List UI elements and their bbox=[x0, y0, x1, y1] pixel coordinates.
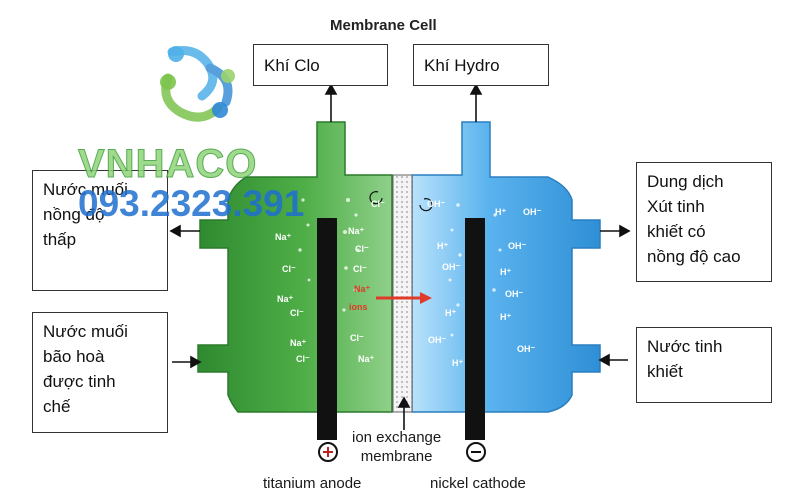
low-brine-line: thấp bbox=[43, 230, 77, 249]
low-brine-line: Nước muối bbox=[43, 180, 128, 199]
ion-cl: Cl⁻ bbox=[355, 244, 369, 254]
ion-oh: OH⁻ bbox=[523, 207, 542, 217]
anode-label: titanium anode bbox=[263, 475, 362, 492]
membrane-label-line1: ion exchange bbox=[352, 429, 442, 446]
sat-brine-line: bão hoà bbox=[43, 347, 105, 366]
ion-cl: Cl⁻ bbox=[353, 264, 367, 274]
hydrogen-gas-label: Khí Hydro bbox=[424, 56, 500, 75]
caustic-solution-box: Dung dịch Xút tinh khiết có nồng độ cao bbox=[636, 162, 772, 282]
ion-na: Na⁺ bbox=[348, 226, 365, 236]
ion-h: H⁺ bbox=[437, 241, 448, 251]
diagram-title: Membrane Cell bbox=[330, 17, 437, 34]
ion-h: H⁺ bbox=[500, 312, 511, 322]
ion-h: H⁺ bbox=[445, 308, 456, 318]
cathode-compartment bbox=[411, 121, 601, 413]
caustic-line: Xút tinh bbox=[647, 197, 705, 216]
cathode-electrode bbox=[465, 218, 485, 440]
membrane-label-line2: membrane bbox=[360, 448, 433, 465]
hydrogen-gas-box: Khí Hydro bbox=[413, 44, 549, 86]
ion-h: H⁺ bbox=[500, 267, 511, 277]
ion-oh: OH⁻ bbox=[442, 262, 461, 272]
low-brine-line: nồng độ bbox=[43, 205, 105, 224]
anode-terminal bbox=[318, 442, 338, 462]
vnhaco-logo-mark bbox=[160, 46, 235, 122]
cathode-label: nickel cathode bbox=[430, 475, 526, 492]
ion-h: H⁺ bbox=[452, 358, 463, 368]
membrane-label: ion exchange membrane bbox=[352, 428, 441, 466]
pure-water-line: khiết bbox=[647, 362, 683, 381]
ion-cl: Cl⁻ bbox=[282, 264, 296, 274]
sat-brine-line: được tinh bbox=[43, 372, 116, 391]
sat-brine-line: Nước muối bbox=[43, 322, 128, 341]
low-brine-box: Nước muối nồng độ thấp bbox=[32, 170, 168, 291]
brand-watermark: VNHACO bbox=[77, 142, 258, 187]
chlorine-gas-label: Khí Clo bbox=[264, 56, 320, 75]
ion-cl: Cl⁻ bbox=[290, 308, 304, 318]
ion-cl: Cl⁻ bbox=[371, 199, 385, 209]
phone-watermark: 093.2323.391 bbox=[78, 183, 305, 224]
anode-electrode bbox=[317, 218, 337, 440]
ion-oh: OH⁻ bbox=[505, 289, 524, 299]
cathode-terminal bbox=[466, 442, 486, 462]
caustic-line: khiết có bbox=[647, 222, 706, 241]
ion-na: Na⁺ bbox=[277, 294, 294, 304]
ion-na: Na⁺ bbox=[275, 232, 292, 242]
ion-oh: OH⁻ bbox=[508, 241, 527, 251]
ion-cl: Cl⁻ bbox=[350, 333, 364, 343]
pure-water-line: Nước tinh bbox=[647, 337, 723, 356]
na-ions-label: Na⁺ bbox=[354, 284, 371, 294]
ion-oh: OH⁻ bbox=[517, 344, 536, 354]
na-ion-arrow bbox=[376, 292, 432, 304]
ion-exchange-membrane bbox=[392, 174, 413, 413]
anode-compartment bbox=[197, 121, 393, 413]
ion-cl: Cl⁻ bbox=[296, 354, 310, 364]
ion-na: Na⁺ bbox=[290, 338, 307, 348]
caustic-line: Dung dịch bbox=[647, 172, 724, 191]
ion-h: H⁺ bbox=[495, 207, 506, 217]
ion-na: Na⁺ bbox=[358, 354, 375, 364]
chlorine-gas-box: Khí Clo bbox=[253, 44, 388, 86]
ion-oh: OH⁻ bbox=[428, 335, 447, 345]
saturated-brine-box: Nước muối bão hoà được tinh chế bbox=[32, 312, 168, 433]
na-ions-label: ions bbox=[349, 302, 368, 312]
ion-oh: OH⁻ bbox=[427, 199, 446, 209]
sat-brine-line: chế bbox=[43, 397, 71, 416]
pure-water-box: Nước tinh khiết bbox=[636, 327, 772, 403]
caustic-line: nồng độ cao bbox=[647, 247, 741, 266]
